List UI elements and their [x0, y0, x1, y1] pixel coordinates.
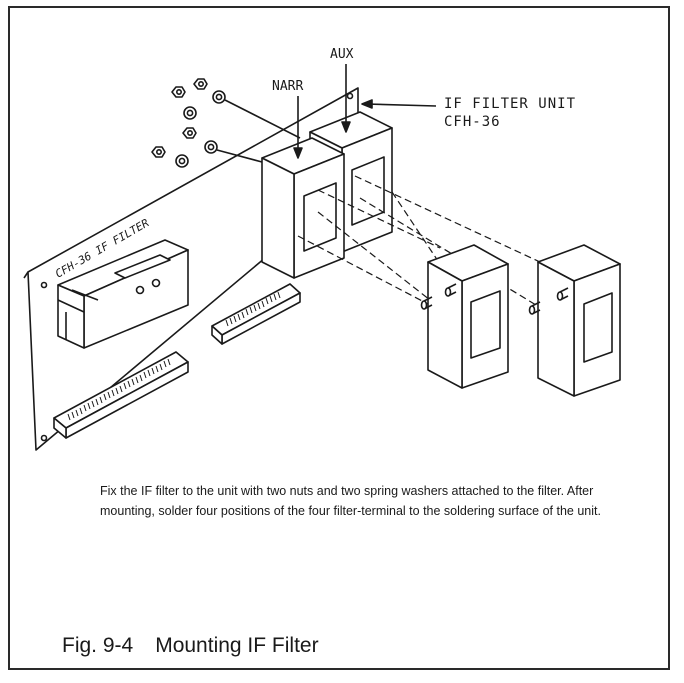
washer-icon	[183, 106, 197, 120]
crystal-filter-block	[57, 239, 189, 349]
filter-terminal-pins	[420, 283, 457, 310]
label-narr: NARR	[272, 79, 303, 94]
caption-paragraph: Fix the IF filter to the unit with two n…	[100, 484, 601, 518]
label-if-filter-unit: IF FILTER UNIT	[444, 96, 576, 112]
nut-icon	[182, 127, 197, 139]
loose-filter-aux	[528, 244, 621, 397]
filter-terminal-pins	[528, 287, 569, 315]
label-aux: AUX	[330, 47, 354, 62]
washer-icon	[212, 90, 226, 104]
washer-icon	[175, 154, 189, 168]
nuts-and-washers	[151, 78, 301, 168]
figure-number: Fig. 9-4	[62, 634, 134, 657]
narr-filter-mounted	[261, 137, 345, 279]
figure-caption-title: Mounting IF Filter	[155, 634, 319, 657]
washer-icon	[204, 140, 218, 154]
caption-text: Fix the IF filter to the unit with two n…	[100, 481, 640, 521]
nut-icon	[171, 86, 186, 98]
nut-icon	[193, 78, 208, 90]
edge-connector-short	[211, 283, 301, 345]
nut-icon	[151, 146, 166, 158]
label-cfh-36: CFH-36	[444, 114, 501, 130]
label-arrows	[293, 64, 437, 159]
edge-connector-long	[53, 351, 189, 439]
figure-title: Fig. 9-4 Mounting IF Filter	[62, 634, 319, 658]
loose-filter-narr	[420, 244, 509, 389]
figure-frame	[8, 6, 670, 670]
